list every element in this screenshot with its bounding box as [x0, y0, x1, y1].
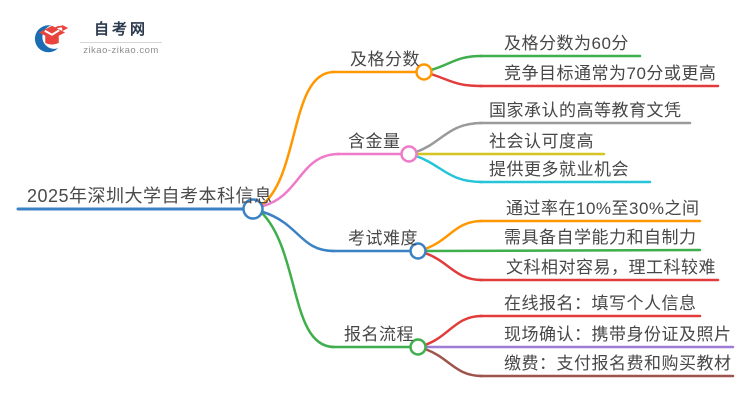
leaf-label-onsite-confirmation: 现场确认：携带身份证及照片	[504, 325, 732, 344]
logo: 自考网 zikao-zikao.com	[34, 18, 162, 56]
logo-text: 自考网 zikao-zikao.com	[80, 18, 162, 56]
leaf-label-payment: 缴费：支付报名费和购买教材	[504, 354, 732, 373]
leaf-underline-self-study	[423, 248, 702, 253]
connector-liberal-vs-science	[423, 251, 484, 282]
leaf-label-target-70: 竞争目标通常为70分或更高	[504, 64, 717, 83]
trunk-to-branch-value	[261, 152, 341, 208]
logo-divider	[80, 42, 162, 43]
leaf-label-national-diploma: 国家承认的高等教育文凭	[489, 101, 682, 120]
site-domain: zikao-zikao.com	[83, 45, 159, 56]
branch-circle-passing-score	[415, 63, 433, 81]
leaf-label-job-opportunities: 提供更多就业机会	[489, 160, 629, 179]
branch-label-difficulty: 考试难度	[348, 229, 418, 248]
connector-national-diploma	[414, 121, 484, 154]
branch-label-registration: 报名流程	[344, 325, 414, 344]
connector-payment	[423, 347, 484, 378]
connector-job-opportunities	[414, 154, 484, 184]
branch-label-value: 含金量	[348, 132, 401, 151]
branch-label-passing-score: 及格分数	[350, 50, 420, 69]
connector-online-registration	[423, 314, 484, 347]
branch-circle-registration	[409, 338, 427, 356]
leaf-label-online-registration: 在线报名：填写个人信息	[504, 294, 697, 313]
branch-circle-difficulty	[409, 242, 427, 260]
leaf-label-social-recognition: 社会认可度高	[489, 132, 594, 151]
root-topic-label: 2025年深圳大学自考本科信息	[27, 186, 273, 206]
leaf-label-liberal-vs-science: 文科相对容易，理工科较难	[506, 258, 716, 277]
trunk-to-branch-difficulty	[261, 210, 336, 253]
leaf-label-self-study: 需具备自学能力和自制力	[504, 228, 697, 247]
branch-circle-value	[400, 145, 418, 163]
trunk-to-branch-registration	[260, 211, 336, 349]
connector-pass-rate	[423, 219, 484, 251]
root-node-circle	[242, 198, 264, 220]
graduation-cap-icon	[34, 24, 69, 53]
leaf-label-pass-60: 及格分数为60分	[504, 34, 629, 53]
connector-pass-60	[429, 54, 484, 72]
leaf-label-pass-rate: 通过率在10%至30%之间	[506, 199, 700, 218]
trunk-to-branch-passing-score	[260, 70, 336, 207]
connector-target-70	[429, 72, 484, 88]
site-name: 自考网	[93, 21, 148, 38]
